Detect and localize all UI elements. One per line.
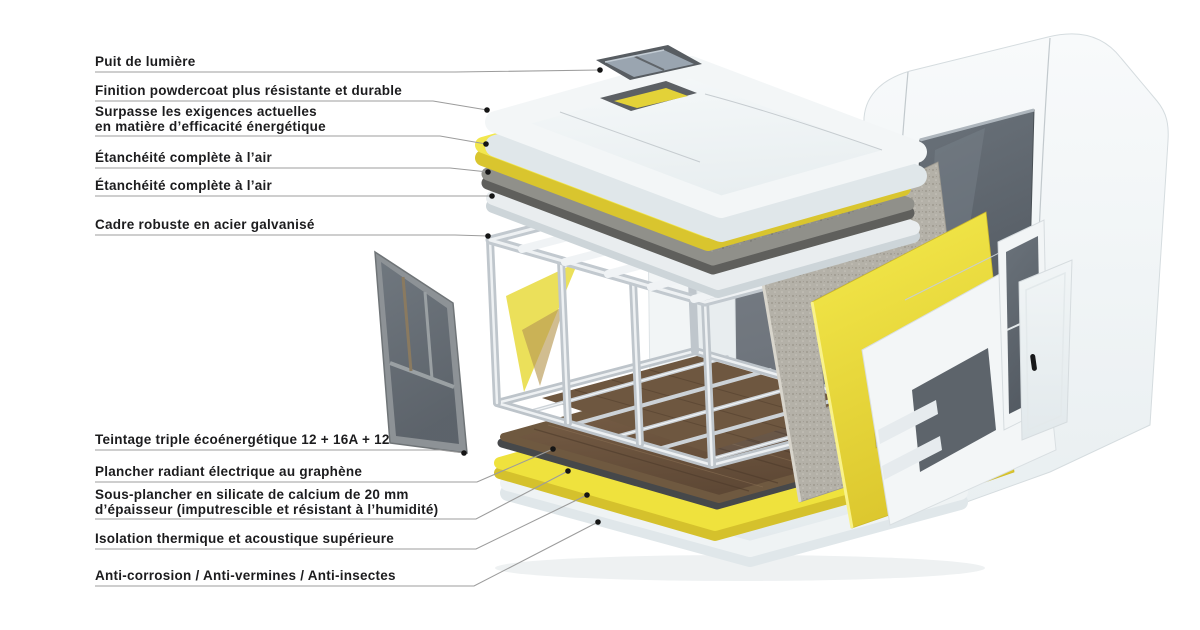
roof-opening: [600, 81, 697, 111]
label-airtight-1: Étanchéité complète à l’air: [95, 150, 273, 165]
label-glazing: Teintage triple écoénergétique 12 + 16A …: [95, 432, 390, 447]
leader-dots: [461, 67, 603, 525]
label-efficiency: Surpasse les exigences actuelles en mati…: [95, 104, 326, 134]
label-skylight: Puit de lumière: [95, 54, 196, 69]
leader-lines: [95, 69, 601, 587]
label-subfloor: Sous-plancher en silicate de calcium de …: [95, 487, 439, 517]
label-frame: Cadre robuste en acier galvanisé: [95, 217, 315, 232]
label-anti: Anti-corrosion / Anti-vermines / Anti-in…: [95, 568, 396, 583]
label-powdercoat: Finition powdercoat plus résistante et d…: [95, 83, 403, 98]
skylight: [596, 45, 702, 80]
entry-door: [1018, 259, 1073, 441]
label-insulation: Isolation thermique et acoustique supéri…: [95, 531, 395, 546]
door-handle: [1030, 353, 1037, 371]
roof-stack: [475, 45, 927, 298]
side-window-panel: [374, 250, 468, 454]
label-airtight-2: Étanchéité complète à l’air: [95, 178, 273, 193]
roof-panel: [485, 56, 927, 242]
ground-shadow: [495, 555, 985, 581]
label-radiant-floor: Plancher radiant électrique au graphène: [95, 464, 363, 479]
